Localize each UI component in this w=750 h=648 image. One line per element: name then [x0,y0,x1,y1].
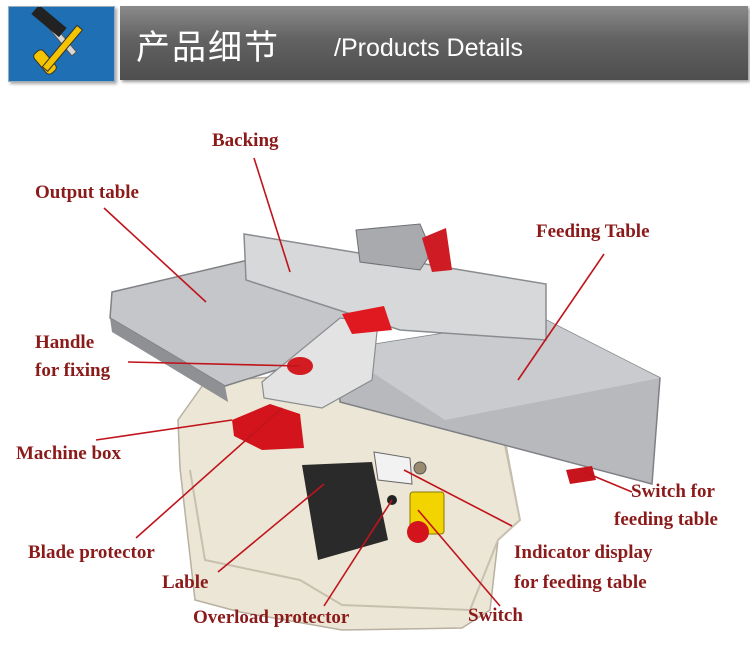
label-handle-line1: Handle [35,332,95,353]
title-english: /Products Details [334,34,523,62]
fence-clamp [422,228,452,272]
blade-protector [232,404,304,450]
label-handle-line2: for fixing [35,360,111,381]
label-switch-feed-line1: Switch for [631,481,715,502]
label-indicator-line2: for feeding table [514,572,647,593]
backing-fence [243,233,547,341]
guard-red-block [342,306,392,334]
label-switch-feed-line2: feeding table [614,509,718,530]
label-plate [302,462,388,560]
label-machine-box: Machine box [16,443,122,464]
label-blade-protector: Blade protector [28,542,155,563]
page-header: 产品细节 /Products Details [0,0,750,85]
hammer-screwdriver-icon [8,4,115,82]
feeding-table-switch [566,466,596,484]
switch-button [407,521,429,543]
label-backing: Backing [212,130,279,151]
label-overload-protector: Overload protector [193,607,350,628]
title-bar: 产品细节 /Products Details [120,6,748,80]
blade-guard-arm [261,317,379,409]
title-chinese: 产品细节 [136,28,280,68]
label-indicator-line1: Indicator display [514,542,653,563]
label-switch: Switch [468,605,523,626]
label-feeding-table: Feeding Table [536,221,650,242]
indicator-display [373,451,413,485]
label-output-table: Output table [35,182,139,203]
label-lable: Lable [162,572,209,593]
leader-lines [95,157,633,607]
fence-bracket [355,223,433,271]
